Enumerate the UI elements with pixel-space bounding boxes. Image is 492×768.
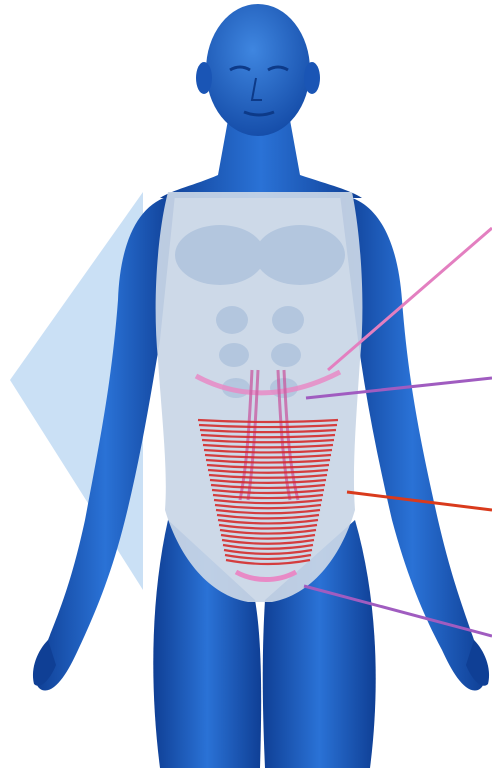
head: [196, 4, 320, 136]
